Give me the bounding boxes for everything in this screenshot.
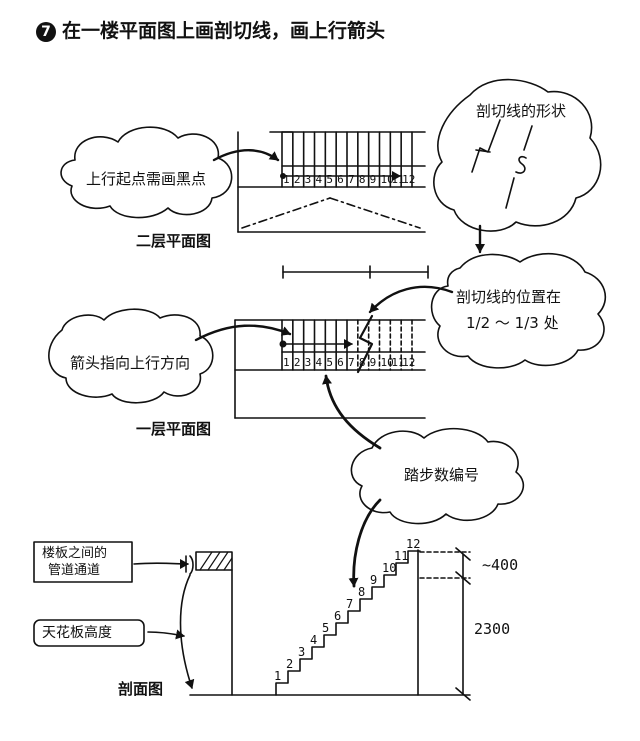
ceiling-label-box <box>33 619 145 647</box>
cloud-step-numbers-text: 踏步数编号 <box>404 466 480 484</box>
plan1-step-number: 3 <box>305 356 312 369</box>
pipe-label-box <box>33 541 133 583</box>
cloud-start-dot-text: 上行起点需画黑点 <box>86 170 207 188</box>
plan1-step-number: 5 <box>326 356 333 369</box>
pipe-label-1: 楼板之间的 <box>42 546 108 561</box>
section-step-number: 1 <box>274 669 281 683</box>
plan2-step-number: 6 <box>337 173 344 186</box>
section-step-number: 2 <box>286 657 293 671</box>
plan2-step-number: 8 <box>359 173 366 186</box>
ceiling-label: 天花板高度 <box>42 625 112 641</box>
plan2-step-number: 9 <box>370 173 377 186</box>
section-step-number: 11 <box>394 549 408 563</box>
first-floor-plan <box>234 314 426 419</box>
second-floor-plan <box>237 131 426 233</box>
section-step-number: 7 <box>346 597 353 611</box>
plan2-step-number: 10 <box>381 173 394 186</box>
section-step-number: 5 <box>322 621 329 635</box>
step-number-badge: 7 <box>36 22 56 42</box>
plan2-step-number: 3 <box>305 173 312 186</box>
cloud-cut-position-text-1: 剖切线的位置在 <box>456 288 562 306</box>
section-step-number: 12 <box>406 537 420 551</box>
plan1-step-number: 9 <box>370 356 377 369</box>
plan1-step-number: 12 <box>402 356 415 369</box>
cloud-cut-shape-text: 剖切线的形状 <box>476 102 567 120</box>
section-step-number: 4 <box>310 633 317 647</box>
plan1-step-number: 7 <box>348 356 355 369</box>
plan1-step-number: 4 <box>316 356 323 369</box>
plan1-step-number: 11 <box>391 356 404 369</box>
plan2-step-number: 2 <box>294 173 301 186</box>
section-step-number: 9 <box>370 573 377 587</box>
section-step-number: 8 <box>358 585 365 599</box>
cloud-arrow-dir <box>48 308 214 404</box>
section-drawing <box>189 547 471 701</box>
cloud-cut-position-text-2: 1/2 ～ 1/3 处 <box>466 314 559 332</box>
cloud-arrow-dir-text: 箭头指向上行方向 <box>70 354 191 372</box>
pipe-label-2: 管道通道 <box>48 563 101 578</box>
cloud-step-numbers <box>350 427 525 525</box>
plan2-step-number: 11 <box>391 173 404 186</box>
plan2-step-number: 7 <box>348 173 355 186</box>
plan1-step-number: 1 <box>283 356 290 369</box>
page-title: 7 在一楼平面图上画剖切线，画上行箭头 <box>36 22 385 42</box>
plan2-step-number: 1 <box>283 173 290 186</box>
first-floor-label: 一层平面图 <box>136 420 212 438</box>
dimension-400: ~400 <box>482 556 519 574</box>
dimension-chain <box>282 265 429 279</box>
dimension-400-value: 400 <box>491 556 519 574</box>
section-step-number: 10 <box>382 561 396 575</box>
plan2-step-number: 4 <box>316 173 323 186</box>
section-step-number: 6 <box>334 609 341 623</box>
cloud-cut-position <box>430 252 607 369</box>
plan1-step-number: 10 <box>381 356 394 369</box>
plan2-step-number: 12 <box>402 173 415 186</box>
plan1-step-number: 8 <box>359 356 366 369</box>
title-text: 在一楼平面图上画剖切线，画上行箭头 <box>62 20 386 42</box>
dimension-2300: 2300 <box>474 620 511 638</box>
plan1-step-number: 6 <box>337 356 344 369</box>
cloud-cut-shape <box>433 78 602 232</box>
section-label: 剖面图 <box>118 680 164 698</box>
second-floor-label: 二层平面图 <box>136 232 212 250</box>
cut-line-s-symbol <box>505 125 533 209</box>
plan1-step-number: 2 <box>294 356 301 369</box>
cut-line-symbol <box>471 119 501 173</box>
plan2-step-number: 5 <box>326 173 333 186</box>
section-step-number: 3 <box>298 645 305 659</box>
cloud-start-dot <box>60 126 233 219</box>
